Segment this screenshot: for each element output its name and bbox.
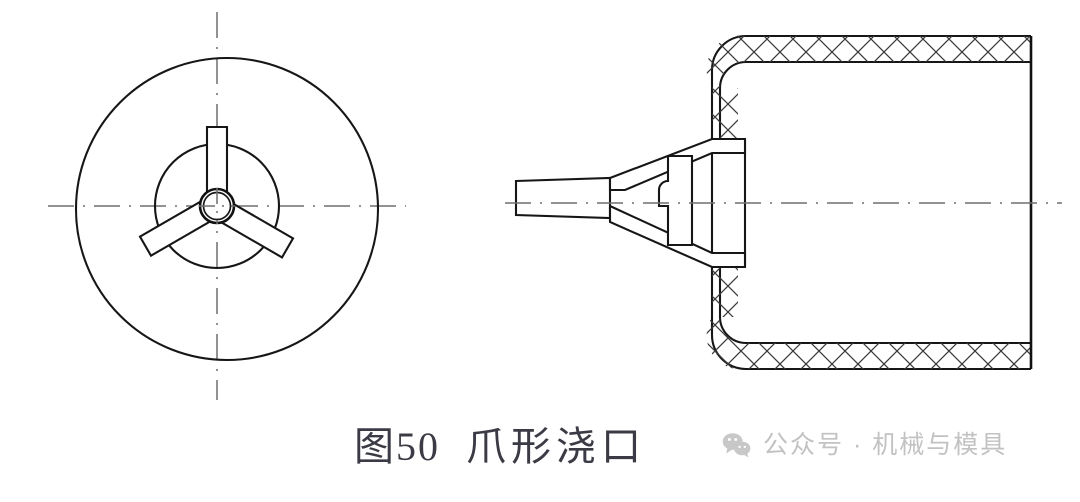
figure-title: 爪形浇口: [466, 424, 646, 469]
figure-caption: 图50 爪形浇口: [300, 414, 700, 472]
section-inner-contour-bottom: [718, 266, 1031, 345]
section-sprue-assembly: [514, 137, 747, 269]
section-lower-gate-arm: [608, 204, 747, 269]
front-view-outer-circle: [74, 56, 380, 362]
section-view: [505, 34, 1062, 371]
section-inner-contour-top: [718, 60, 1031, 140]
section-sprue-bar: [514, 176, 612, 220]
watermark: 公众号 · 机械与模具: [722, 432, 1007, 458]
wechat-icon: [722, 433, 751, 458]
figure-number: 图50: [354, 424, 440, 469]
watermark-text: 公众号 · 机械与模具: [763, 430, 1008, 459]
front-view: [48, 12, 406, 400]
claw-arm-top: [205, 125, 229, 208]
section-sprue-tip-stub: [657, 154, 694, 247]
